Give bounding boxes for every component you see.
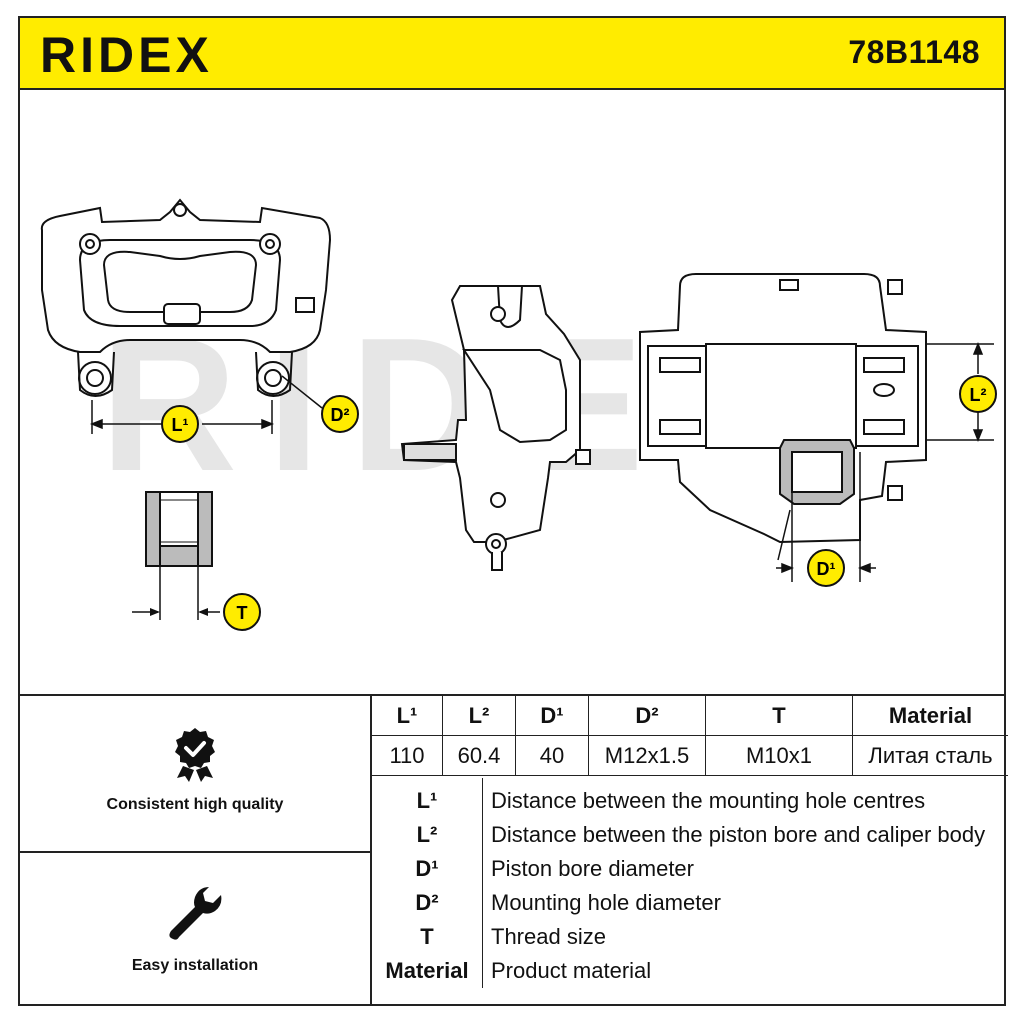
- legend-key: D²: [372, 886, 483, 920]
- header-bar: RIDEX 78B1148: [20, 18, 1004, 90]
- info-section: Consistent high quality Easy installatio…: [20, 694, 1008, 1006]
- legend-row: T Thread size: [372, 920, 1006, 954]
- ridex-logo: RIDEX: [40, 28, 213, 78]
- dimension-l2: [926, 341, 994, 443]
- svg-text:RIDEX: RIDEX: [40, 28, 213, 78]
- legend-desc: Distance between the mounting hole centr…: [491, 788, 926, 813]
- spec-value-row: 110 60.4 40 M12x1.5 M10x1 Литая сталь: [372, 735, 1008, 776]
- caliper-front-view: [40, 198, 332, 397]
- caliper-top-view: [639, 273, 927, 561]
- legend-row: D¹ Piston bore diameter: [372, 852, 1006, 886]
- spec-value-d1: 40: [515, 735, 589, 776]
- spec-value-d2: M12x1.5: [588, 735, 706, 776]
- callout-l1: L¹: [172, 415, 189, 435]
- legend-table: L¹ Distance between the mounting hole ce…: [372, 778, 1006, 988]
- technical-drawing: RIDEX: [20, 90, 1004, 694]
- spec-value-material: Литая сталь: [852, 735, 1008, 776]
- leader-d2: [281, 375, 323, 409]
- legend-key: L¹: [372, 778, 483, 818]
- callout-d2: D²: [331, 405, 350, 425]
- spec-value-t: M10x1: [705, 735, 853, 776]
- dimension-d1: [776, 452, 876, 582]
- callout-t-circle: [223, 593, 261, 631]
- legend-row: D² Mounting hole diameter: [372, 886, 1006, 920]
- spec-table: L¹ L² D¹ D² T Material 110 60.4 40 M12x1…: [372, 696, 1008, 776]
- callout-l2: L²: [970, 385, 987, 405]
- callout-t: T: [237, 603, 248, 623]
- specifications-panel: L¹ L² D¹ D² T Material 110 60.4 40 M12x1…: [370, 696, 1008, 1006]
- spec-value-l2: 60.4: [442, 735, 516, 776]
- spec-header-l2: L²: [442, 696, 516, 736]
- feature-label: Consistent high quality: [106, 796, 284, 813]
- legend-row: L² Distance between the piston bore and …: [372, 818, 1006, 852]
- spec-header-d1: D¹: [515, 696, 589, 736]
- legend-key: T: [372, 920, 483, 954]
- product-sheet: RIDEX 78B1148 RIDEX: [18, 16, 1008, 1006]
- callout-l1-circle: [161, 405, 199, 443]
- legend-desc: Product material: [491, 958, 652, 983]
- legend-key: L²: [372, 818, 483, 852]
- legend-key: D¹: [372, 852, 483, 886]
- quality-badge-icon: [175, 728, 215, 782]
- legend-row: Material Product material: [372, 954, 1006, 988]
- callout-d2-circle: [321, 395, 359, 433]
- part-number: 78B1148: [848, 34, 980, 70]
- thread-detail: [132, 491, 220, 620]
- feature-installation: Easy installation: [20, 853, 370, 1006]
- feature-quality: Consistent high quality: [20, 696, 370, 853]
- spec-header-material: Material: [852, 696, 1008, 736]
- spec-header-d2: D²: [588, 696, 706, 736]
- wrench-icon: [169, 887, 222, 940]
- spec-value-l1: 110: [372, 735, 443, 776]
- spec-header-t: T: [705, 696, 853, 736]
- caliper-drawing: RIDEX: [40, 198, 997, 631]
- legend-desc: Piston bore diameter: [491, 856, 694, 881]
- caliper-side-view: [400, 285, 591, 571]
- legend-desc: Distance between the piston bore and cal…: [491, 822, 986, 847]
- callout-l2-circle: [959, 375, 997, 413]
- dimension-l1: [89, 400, 275, 434]
- feature-label: Easy installation: [131, 957, 259, 974]
- legend-desc: Thread size: [491, 924, 606, 949]
- legend-key: Material: [372, 954, 483, 988]
- legend-row: L¹ Distance between the mounting hole ce…: [372, 778, 1006, 818]
- callout-d1-circle: [807, 549, 845, 587]
- callout-d1: D¹: [817, 559, 836, 579]
- legend-desc: Mounting hole diameter: [491, 890, 721, 915]
- spec-header-row: L¹ L² D¹ D² T Material: [372, 696, 1008, 736]
- spec-header-l1: L¹: [372, 696, 443, 736]
